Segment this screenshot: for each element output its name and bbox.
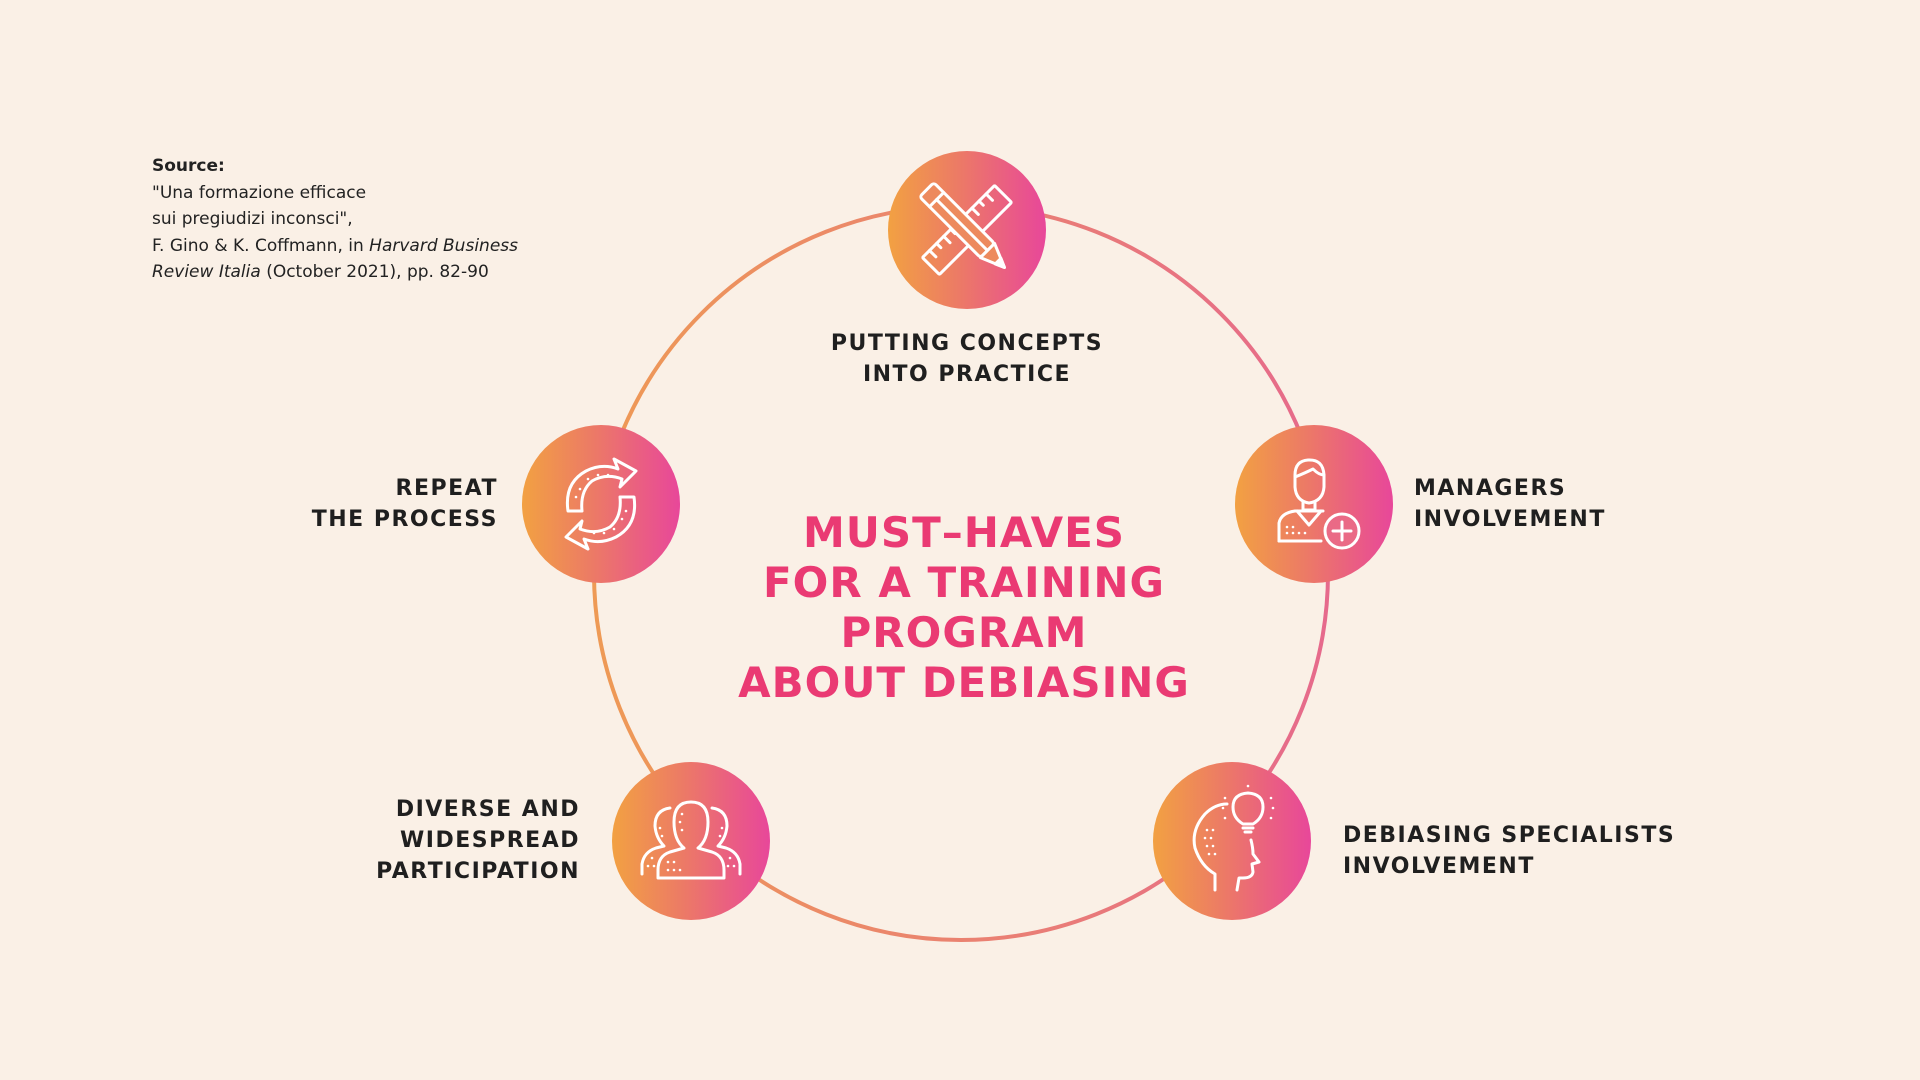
source-line-1: "Una formazione efficace xyxy=(152,182,367,203)
label-specialists-line-2: INVOLVEMENT xyxy=(1343,854,1535,879)
label-practice-line-2: INTO PRACTICE xyxy=(862,362,1072,387)
source-journal-1: Harvard Business xyxy=(369,235,518,256)
source-date-pages: (October 2021), pp. 82-90 xyxy=(260,262,489,282)
label-practice: PUTTING CONCEPTS INTO PRACTICE xyxy=(815,328,1119,390)
label-participation-line-3: PARTICIPATION xyxy=(376,859,580,884)
add-manager-icon xyxy=(1277,458,1361,550)
source-line-4: Review Italia (October 2021), pp. 82-90 xyxy=(152,259,518,286)
label-specialists: DEBIASING SPECIALISTS INVOLVEMENT xyxy=(1343,820,1675,882)
diagram-title: MUST–HAVES FOR A TRAINING PROGRAM ABOUT … xyxy=(660,508,1268,708)
node-practice xyxy=(888,151,1046,309)
source-line-3: F. Gino & K. Coffmann, in Harvard Busine… xyxy=(152,233,518,260)
label-repeat-line-1: REPEAT xyxy=(395,476,498,501)
title-line-4: ABOUT DEBIASING xyxy=(738,658,1190,707)
label-practice-line-1: PUTTING CONCEPTS xyxy=(830,331,1104,356)
source-line-2: sui pregiudizi inconsci", xyxy=(152,209,353,229)
title-line-2: FOR A TRAINING xyxy=(762,558,1165,607)
label-repeat: REPEAT THE PROCESS xyxy=(240,473,498,535)
label-participation-line-2: WIDESPREAD xyxy=(400,828,580,853)
node-repeat xyxy=(522,425,680,583)
label-repeat-line-2: THE PROCESS xyxy=(311,507,498,532)
label-participation-line-1: DIVERSE AND xyxy=(395,797,580,822)
title-line-3: PROGRAM xyxy=(840,608,1088,657)
label-participation: DIVERSE AND WIDESPREAD PARTICIPATION xyxy=(300,794,580,887)
refresh-cycle-icon xyxy=(564,457,638,551)
label-managers-line-1: MANAGERS xyxy=(1414,476,1567,501)
people-group-icon xyxy=(640,800,742,880)
label-specialists-line-1: DEBIASING SPECIALISTS xyxy=(1343,823,1676,848)
pencil-ruler-icon xyxy=(919,182,1013,276)
title-line-1: MUST–HAVES xyxy=(802,508,1126,557)
node-participation xyxy=(612,762,770,920)
source-citation: Source: "Una formazione efficace sui pre… xyxy=(152,153,518,286)
label-managers: MANAGERS INVOLVEMENT xyxy=(1414,473,1606,535)
source-journal-2: Review Italia xyxy=(152,262,261,282)
node-managers xyxy=(1235,425,1393,583)
source-authors: F. Gino & K. Coffmann, in xyxy=(152,235,370,256)
head-lightbulb-icon xyxy=(1192,784,1275,892)
label-managers-line-2: INVOLVEMENT xyxy=(1414,507,1606,532)
source-label: Source: xyxy=(152,156,225,176)
node-specialists xyxy=(1153,762,1311,920)
